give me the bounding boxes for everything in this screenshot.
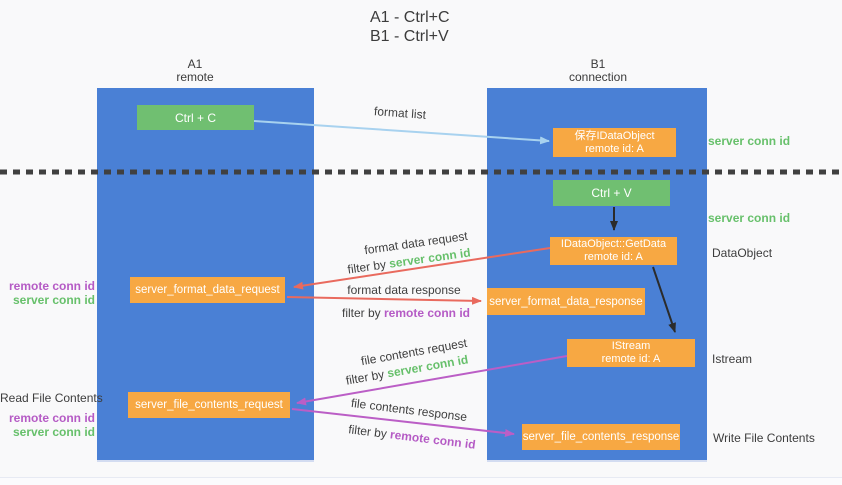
filter-by-text: filter by <box>346 256 391 277</box>
filter-by-text: filter by <box>344 366 389 388</box>
bottom-window-edge <box>0 477 842 485</box>
edge-label-filter-by-remote-1: filter by remote conn id <box>342 306 470 320</box>
lane-b1-subtitle: connection <box>568 70 628 84</box>
left-label-remote-conn-id-2: remote conn id <box>8 411 95 425</box>
node-ctrl-c: Ctrl + C <box>137 105 254 130</box>
node-file-response-label: server_file_contents_response <box>522 431 680 443</box>
node-ctrl-v: Ctrl + V <box>553 180 670 206</box>
edge-label-filter-by-remote-2: filter by remote conn id <box>348 422 477 451</box>
edge-label-format-data-response: format data response <box>347 283 461 297</box>
lane-a1-subtitle: remote <box>176 70 214 84</box>
format-data-response-arrow <box>286 296 482 305</box>
remote-conn-id-text: remote conn id <box>389 427 477 452</box>
node-istream-line1: IStream <box>611 340 651 352</box>
lane-a1-name: A1 <box>187 57 203 71</box>
lane-b1-name: B1 <box>590 57 606 71</box>
node-server-file-contents-response: server_file_contents_response <box>522 424 680 450</box>
remote-conn-id-text: remote conn id <box>384 306 471 320</box>
node-getdata-line2: remote id: A <box>584 251 643 263</box>
node-format-response-label: server_format_data_response <box>489 295 643 308</box>
right-label-dataobject: DataObject <box>712 246 773 260</box>
node-save-idataobject-line2: remote id: A <box>585 142 644 155</box>
node-server-format-data-request: server_format_data_request <box>130 277 285 303</box>
node-getdata-line1: IDataObject::GetData <box>560 238 667 250</box>
left-label-read-file-contents: Read File Contents <box>0 391 103 405</box>
node-format-request-label: server_format_data_request <box>135 284 280 296</box>
node-idataobject-getdata: IDataObject::GetData remote id: A <box>550 237 677 265</box>
node-istream: IStream remote id: A <box>567 339 695 367</box>
edge-label-file-contents-response: file contents response <box>350 395 468 425</box>
title-line-1: A1 - Ctrl+C <box>370 9 450 26</box>
node-server-format-data-response: server_format_data_response <box>487 288 645 315</box>
right-label-server-conn-id-mid: server conn id <box>708 211 791 225</box>
lane-header-a1: A1 remote <box>176 58 213 84</box>
node-file-request-label: server_file_contents_request <box>135 399 283 411</box>
left-label-remote-conn-id-1: remote conn id <box>8 279 95 293</box>
filter-by-text: filter by <box>341 306 384 320</box>
node-ctrl-c-label: Ctrl + C <box>174 110 216 125</box>
title-line-2: B1 - Ctrl+V <box>370 28 449 45</box>
node-save-idataobject-line1: 保存IDataObject <box>574 129 655 142</box>
right-label-write-file-contents: Write File Contents <box>713 431 815 445</box>
right-label-server-conn-id-top: server conn id <box>708 134 791 148</box>
filter-by-text: filter by <box>347 422 392 442</box>
lane-header-b1: B1 connection <box>569 58 627 84</box>
node-istream-line2: remote id: A <box>601 353 661 365</box>
diagram-title: A1 - Ctrl+C B1 - Ctrl+V <box>370 8 450 46</box>
right-label-istream: Istream <box>712 352 753 366</box>
edge-label-format-list: format list <box>373 104 427 122</box>
node-server-file-contents-request: server_file_contents_request <box>128 392 290 418</box>
node-ctrl-v-label: Ctrl + V <box>591 186 632 200</box>
left-label-server-conn-id-2: server conn id <box>12 425 95 439</box>
left-label-server-conn-id-1: server conn id <box>12 293 95 307</box>
node-save-idataobject: 保存IDataObject remote id: A <box>553 128 676 157</box>
